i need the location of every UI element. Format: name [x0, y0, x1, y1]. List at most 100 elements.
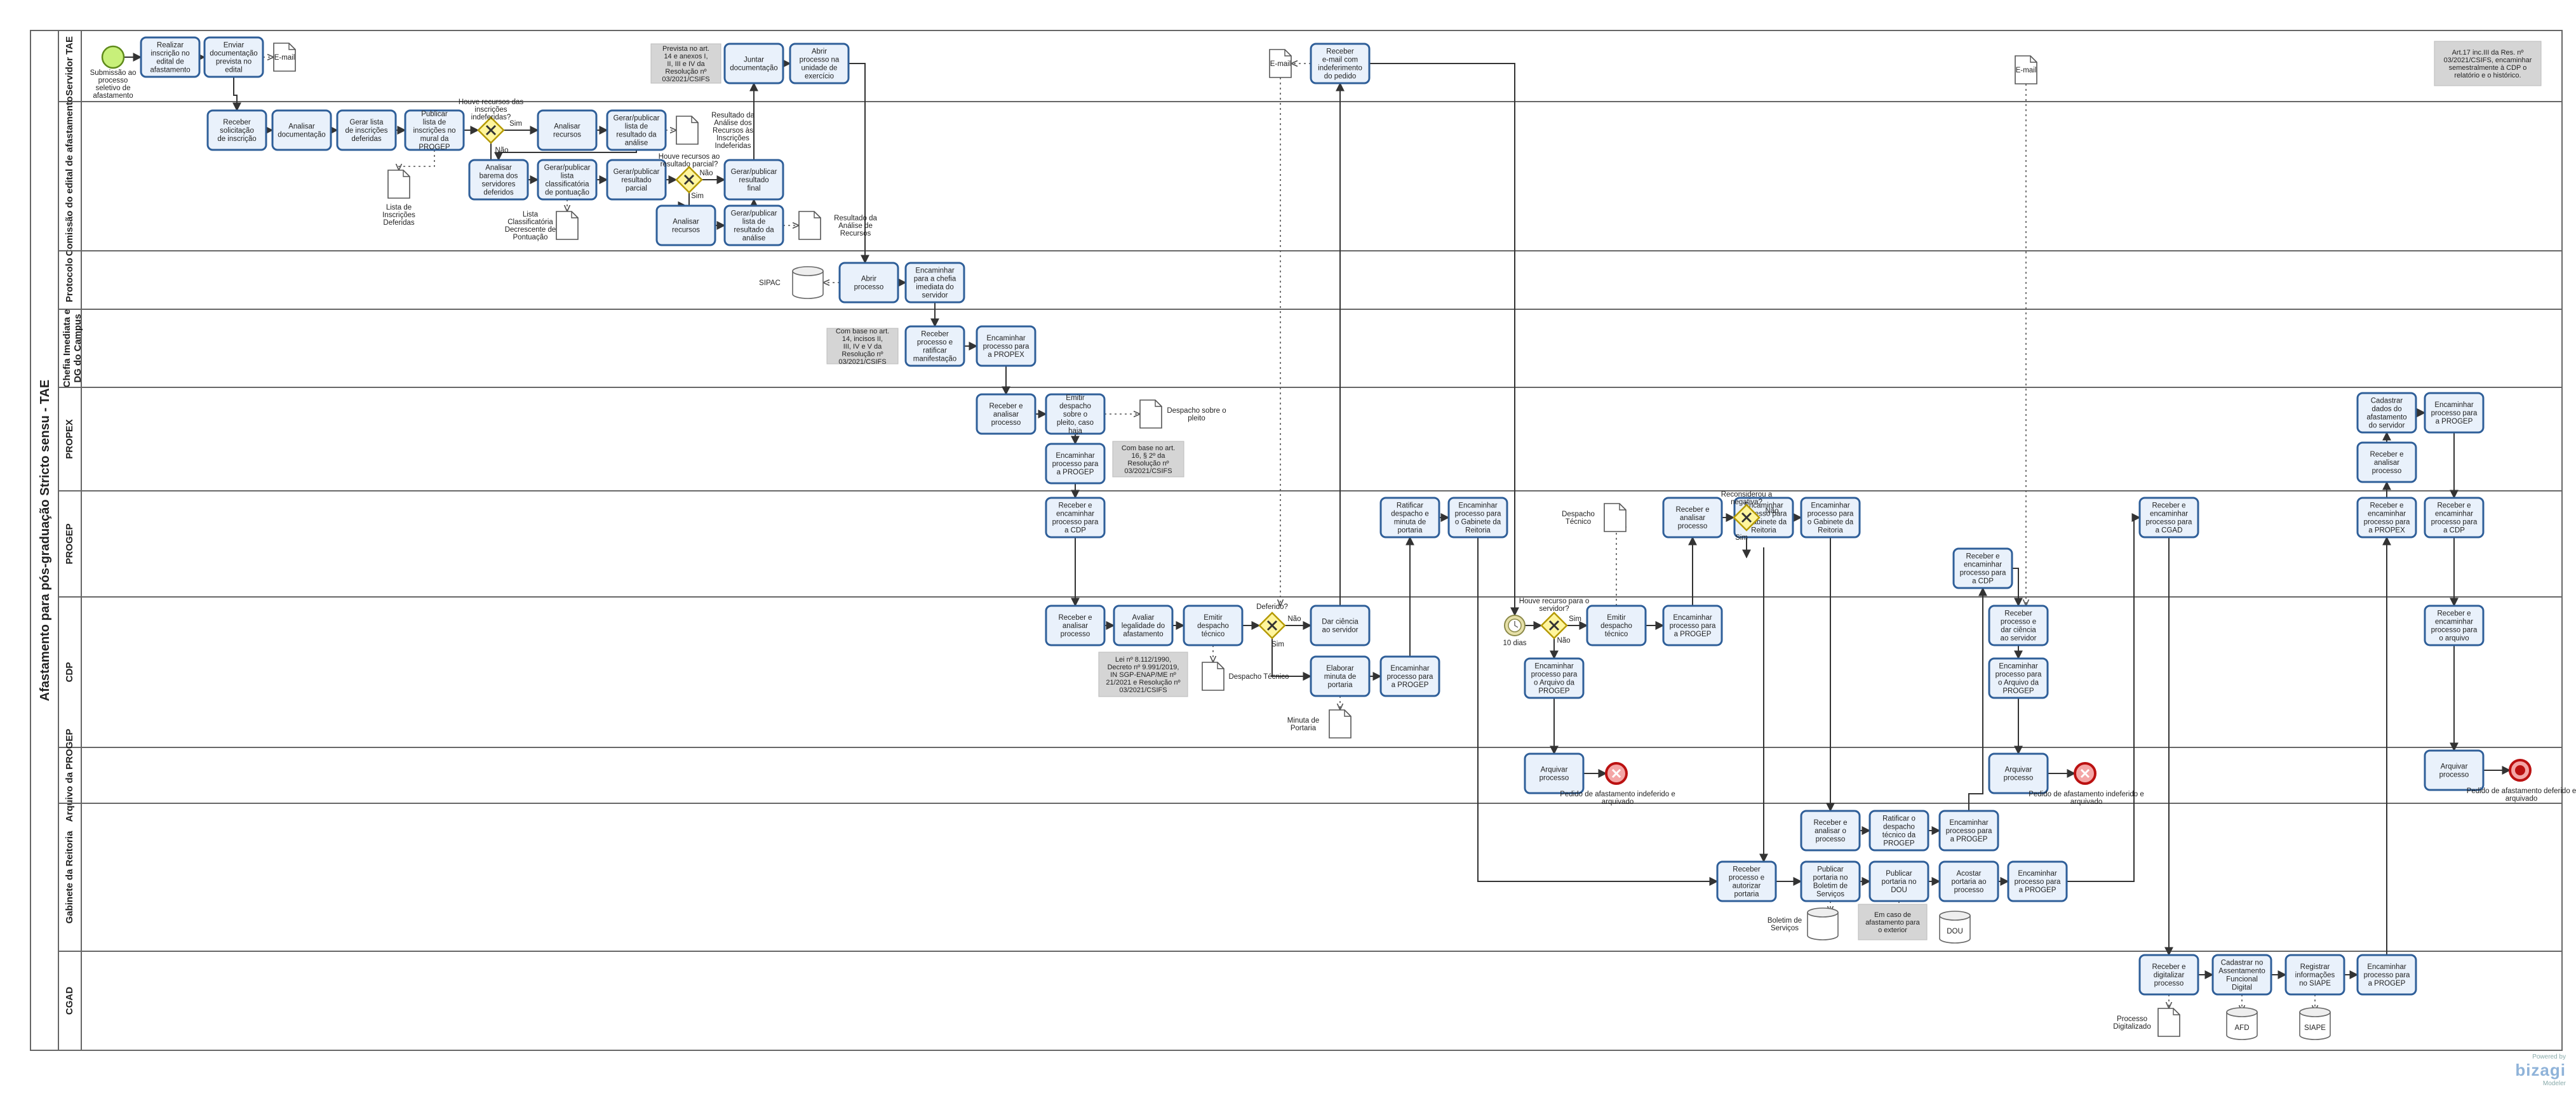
- exclusive-gateway[interactable]: [477, 116, 505, 144]
- data-object[interactable]: [1604, 503, 1627, 532]
- data-store[interactable]: [1939, 911, 1971, 944]
- sequence-flow: [2067, 513, 2141, 882]
- data-object[interactable]: [798, 211, 821, 240]
- annotation-text: Prevista no art.14 e anexos I,II, III e …: [662, 45, 709, 83]
- exclusive-gateway[interactable]: [675, 166, 703, 194]
- start-event[interactable]: [101, 45, 125, 69]
- data-object[interactable]: [1139, 399, 1162, 429]
- timer-event[interactable]: [1504, 615, 1526, 636]
- end-event[interactable]: [1605, 762, 1628, 785]
- data-store[interactable]: [792, 266, 824, 299]
- data-store[interactable]: [2226, 1007, 2258, 1040]
- data-store[interactable]: [2299, 1007, 2331, 1040]
- data-object[interactable]: [1329, 709, 1352, 739]
- data-object[interactable]: [1202, 662, 1224, 691]
- data-object[interactable]: [556, 211, 579, 240]
- data-object[interactable]: [2157, 1008, 2180, 1037]
- data-object[interactable]: [1269, 49, 1292, 78]
- data-store[interactable]: [1807, 907, 1839, 940]
- end-event[interactable]: [2509, 759, 2532, 782]
- end-event[interactable]: [2074, 762, 2096, 785]
- exclusive-gateway[interactable]: [1258, 612, 1286, 639]
- data-object[interactable]: [387, 170, 410, 199]
- exclusive-gateway[interactable]: [1733, 504, 1761, 532]
- data-object[interactable]: [2015, 55, 2037, 84]
- data-object[interactable]: [676, 116, 699, 145]
- data-object[interactable]: [273, 43, 296, 72]
- branch-label: Não: [1287, 615, 1301, 623]
- exclusive-gateway[interactable]: [1540, 612, 1568, 639]
